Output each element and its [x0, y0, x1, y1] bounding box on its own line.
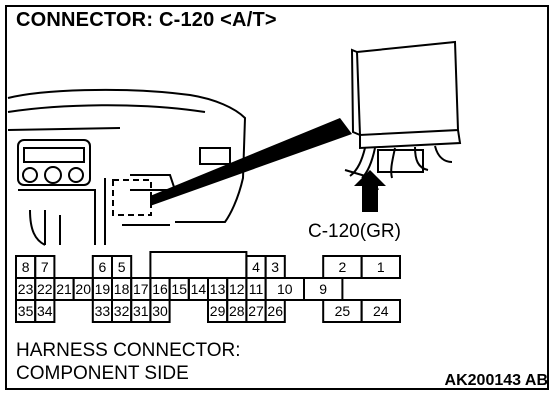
- pin-2: 2: [339, 259, 347, 275]
- pin-32: 32: [114, 303, 130, 319]
- figure-code: AK200143 AB: [444, 372, 548, 389]
- pin-31: 31: [133, 303, 149, 319]
- pin-17: 17: [133, 281, 149, 297]
- control-module-drawing: [344, 40, 462, 191]
- pin-1: 1: [377, 259, 385, 275]
- pin-3: 3: [271, 259, 279, 275]
- pin-8: 8: [22, 259, 30, 275]
- pin-30: 30: [152, 303, 168, 319]
- pin-10: 10: [277, 281, 293, 297]
- dashboard-drawing: [7, 88, 247, 246]
- pin-33: 33: [95, 303, 111, 319]
- pin-4: 4: [252, 259, 260, 275]
- pin-14: 14: [191, 281, 207, 297]
- connector-label: C-120(GR): [308, 221, 401, 242]
- pin-24: 24: [373, 303, 389, 319]
- pin-25: 25: [335, 303, 351, 319]
- pin-13: 13: [210, 281, 226, 297]
- pin-26: 26: [267, 303, 283, 319]
- pin-grid: [15, 251, 402, 323]
- pin-5: 5: [118, 259, 126, 275]
- pin-27: 27: [248, 303, 264, 319]
- pin-12: 12: [229, 281, 245, 297]
- pin-20: 20: [75, 281, 91, 297]
- pin-28: 28: [229, 303, 245, 319]
- location-pointer: [150, 118, 352, 206]
- pin-6: 6: [99, 259, 107, 275]
- pin-9: 9: [319, 281, 327, 297]
- connector-location-box: [112, 179, 152, 216]
- pin-16: 16: [152, 281, 168, 297]
- harness-caption-line1: HARNESS CONNECTOR:: [16, 340, 241, 361]
- pin-18: 18: [114, 281, 130, 297]
- diagram-title: CONNECTOR: C-120 <A/T>: [16, 9, 277, 31]
- pin-11: 11: [249, 281, 264, 297]
- pin-21: 21: [56, 281, 72, 297]
- pin-29: 29: [210, 303, 226, 319]
- pin-35: 35: [18, 303, 34, 319]
- pin-7: 7: [41, 259, 49, 275]
- pin-15: 15: [171, 281, 187, 297]
- harness-caption-line2: COMPONENT SIDE: [16, 363, 189, 384]
- pin-23: 23: [18, 281, 34, 297]
- diagram-frame: [5, 5, 549, 390]
- pin-22: 22: [37, 281, 53, 297]
- pin-19: 19: [95, 281, 111, 297]
- connector-arrow-icon: [354, 170, 386, 212]
- pin-34: 34: [37, 303, 53, 319]
